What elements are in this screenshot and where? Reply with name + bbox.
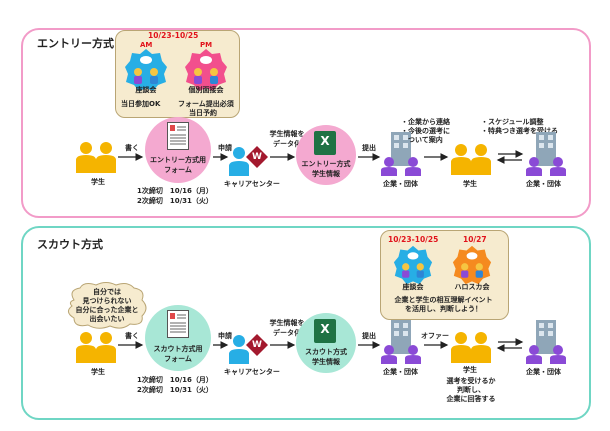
entry-event2-badge-icon	[185, 49, 227, 91]
scout-excel-label1: スカウト方式	[305, 348, 347, 356]
entry-submit-label: 提出	[362, 144, 376, 152]
scout-deadline2: 2次締切 10/31（火）	[137, 386, 213, 394]
scout-student2-label: 学生	[463, 366, 477, 374]
scout-thought-bubble-icon	[68, 282, 147, 329]
entry-event1-note: 当日参加OK	[121, 100, 161, 108]
entry-title: エントリー方式	[37, 37, 114, 50]
entry-form-label2: フォーム	[164, 166, 192, 174]
scout-career-staff-icon	[229, 335, 249, 364]
entry-excel-icon	[314, 131, 336, 155]
entry-career-center-label: キャリアセンター	[224, 180, 280, 188]
entry-write-label: 書く	[125, 144, 139, 152]
scout-form-label2: フォーム	[164, 355, 192, 363]
scout-company2-icon	[526, 320, 566, 364]
scout-event2-badge-icon	[452, 245, 492, 285]
scout-title: スカウト方式	[37, 238, 103, 251]
scout-company1-label: 企業・団体	[383, 368, 418, 376]
scout-excel-letter: X	[320, 322, 330, 336]
entry-student1-icon	[76, 142, 116, 173]
scout-career-center-label: キャリアセンター	[224, 368, 280, 376]
entry-excel-label2: 学生情報	[312, 170, 340, 178]
scout-date1: 10/23-10/25	[388, 235, 439, 244]
scout-digitize-label1: 学生情報を	[269, 319, 305, 327]
entry-deadline2: 2次締切 10/31（火）	[137, 197, 213, 205]
scout-event1-badge-icon	[393, 245, 433, 285]
entry-company-note1: ・企業から連絡	[401, 118, 450, 126]
entry-form-label1: エントリー方式用	[150, 156, 206, 164]
entry-event2-note2: 当日予約	[189, 109, 217, 117]
entry-am-label: AM	[140, 41, 153, 49]
entry-student1-label: 学生	[91, 178, 105, 186]
scout-event-note1: 企業と学生の相互理解イベント	[394, 296, 493, 304]
scout-excel-icon	[314, 319, 336, 343]
scout-form-label1: スカウト方式用	[153, 345, 203, 353]
entry-deadline1: 1次締切 10/16（月）	[137, 187, 213, 195]
scout-student1-label: 学生	[91, 368, 105, 376]
entry-career-staff-icon	[229, 147, 249, 176]
entry-form-document-icon	[167, 122, 189, 150]
entry-company-note2: ・今後の選考に	[401, 127, 450, 135]
entry-excel-label1: エントリー方式	[301, 160, 351, 168]
scout-event-note2: を活用し、判断しよう！	[405, 305, 482, 313]
entry-company-note3: ついて案内	[401, 136, 443, 144]
entry-event1-badge-icon	[125, 49, 167, 91]
entry-student-note1: ・スケジュール調整	[481, 118, 544, 126]
scout-deadline1: 1次締切 10/16（月）	[137, 376, 213, 384]
entry-event-dates: 10/23-10/25	[148, 31, 199, 40]
scout-student2-icon	[451, 332, 491, 363]
entry-digitize-label1: 学生情報を	[269, 130, 305, 138]
scout-excel-label2: 学生情報	[312, 358, 340, 366]
scout-student-note3: 企業に回答する	[446, 395, 496, 403]
scout-bubble-line2: 見つけられない	[82, 297, 132, 305]
entry-apply-label: 申請	[218, 144, 232, 152]
scout-digitize-label2: データ化	[273, 329, 301, 337]
scout-event1-name: 座談会	[402, 283, 424, 291]
scout-offer-label: オファー	[421, 332, 449, 340]
scout-wiley-letter: W	[252, 340, 262, 350]
scout-submit-label: 提出	[362, 332, 376, 340]
entry-wiley-logo-icon	[246, 146, 268, 168]
entry-event2-name: 個別面接会	[188, 86, 224, 94]
scout-event2-name: ハロスカ会	[454, 283, 490, 291]
scout-student-note2: 判断し、	[457, 386, 485, 394]
scout-date2: 10/27	[463, 235, 487, 244]
entry-event1-name: 座談会	[135, 86, 157, 94]
entry-company2-icon	[526, 132, 566, 176]
entry-wiley-letter: W	[252, 152, 262, 162]
entry-pm-label: PM	[200, 41, 213, 49]
entry-excel-letter: X	[320, 134, 330, 148]
scout-write-label: 書く	[125, 332, 139, 340]
scout-apply-label: 申請	[218, 332, 232, 340]
scout-bubble-line1: 自分では	[93, 288, 121, 296]
scout-wiley-logo-icon	[246, 334, 268, 356]
entry-company1-label: 企業・団体	[383, 180, 418, 188]
entry-event2-note1: フォーム提出必須	[178, 100, 234, 108]
scout-form-document-icon	[167, 310, 189, 338]
entry-student-note2: ・特典つき選考を受ける	[481, 127, 558, 135]
scout-company1-icon	[381, 320, 421, 364]
scout-bubble-line4: 出会いたい	[89, 315, 125, 323]
entry-student2-label: 学生	[463, 180, 477, 188]
entry-digitize-label2: データ化	[273, 140, 301, 148]
entry-student2-icon	[451, 144, 491, 175]
scout-student1-icon	[76, 332, 116, 363]
entry-company2-label: 企業・団体	[526, 180, 561, 188]
entry-company1-icon	[381, 132, 421, 176]
scout-bubble-line3: 自分に合った企業と	[75, 306, 139, 314]
scout-student-note1: 選考を受けるか	[446, 377, 496, 385]
scout-company2-label: 企業・団体	[526, 368, 561, 376]
